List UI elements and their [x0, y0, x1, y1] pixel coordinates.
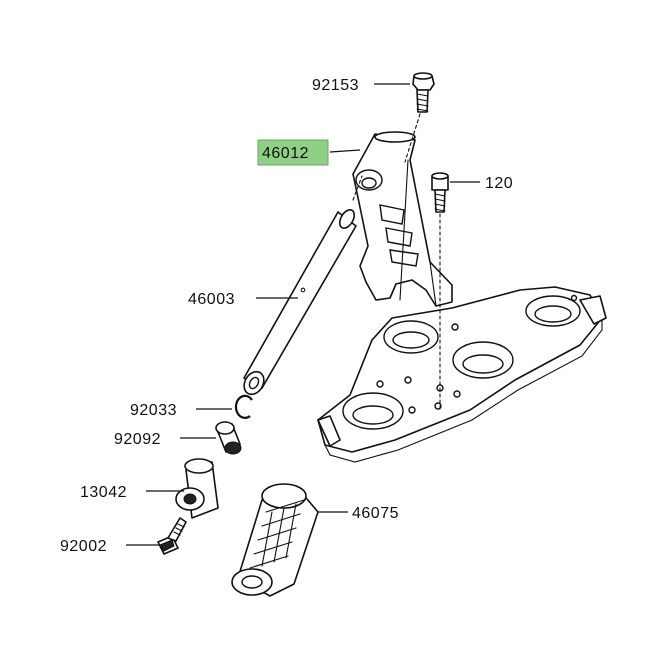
part-number-120[interactable]: 120	[485, 175, 513, 192]
highlight-box-46012	[257, 139, 329, 166]
circlip-drawing	[234, 394, 253, 419]
bolt-120-drawing	[431, 172, 449, 413]
part-number-92092[interactable]: 92092	[114, 431, 161, 448]
part-number-92002[interactable]: 92002	[60, 538, 107, 555]
bolt-92153-drawing	[404, 72, 435, 163]
part-number-92153[interactable]: 92153	[312, 77, 359, 94]
part-number-46012[interactable]: 46012	[262, 145, 309, 162]
grip-drawing	[231, 483, 319, 597]
part-number-46075[interactable]: 46075	[352, 505, 399, 522]
part-number-92033[interactable]: 92033	[130, 402, 177, 419]
bar-end-weight-drawing	[175, 458, 219, 519]
part-labels: 92153 46012 120 46003 92033 92092 13042 …	[60, 77, 513, 555]
leader-46012	[329, 149, 361, 153]
bush-drawing	[215, 421, 242, 455]
screw-92002-drawing	[157, 517, 187, 555]
triple-clamp-drawing	[317, 286, 607, 463]
part-number-46003[interactable]: 46003	[188, 291, 235, 308]
handlebar-holder-drawing	[352, 131, 453, 307]
part-number-13042[interactable]: 13042	[80, 484, 127, 501]
handlebar-tube-drawing	[243, 175, 363, 396]
leader-lines	[126, 83, 480, 546]
